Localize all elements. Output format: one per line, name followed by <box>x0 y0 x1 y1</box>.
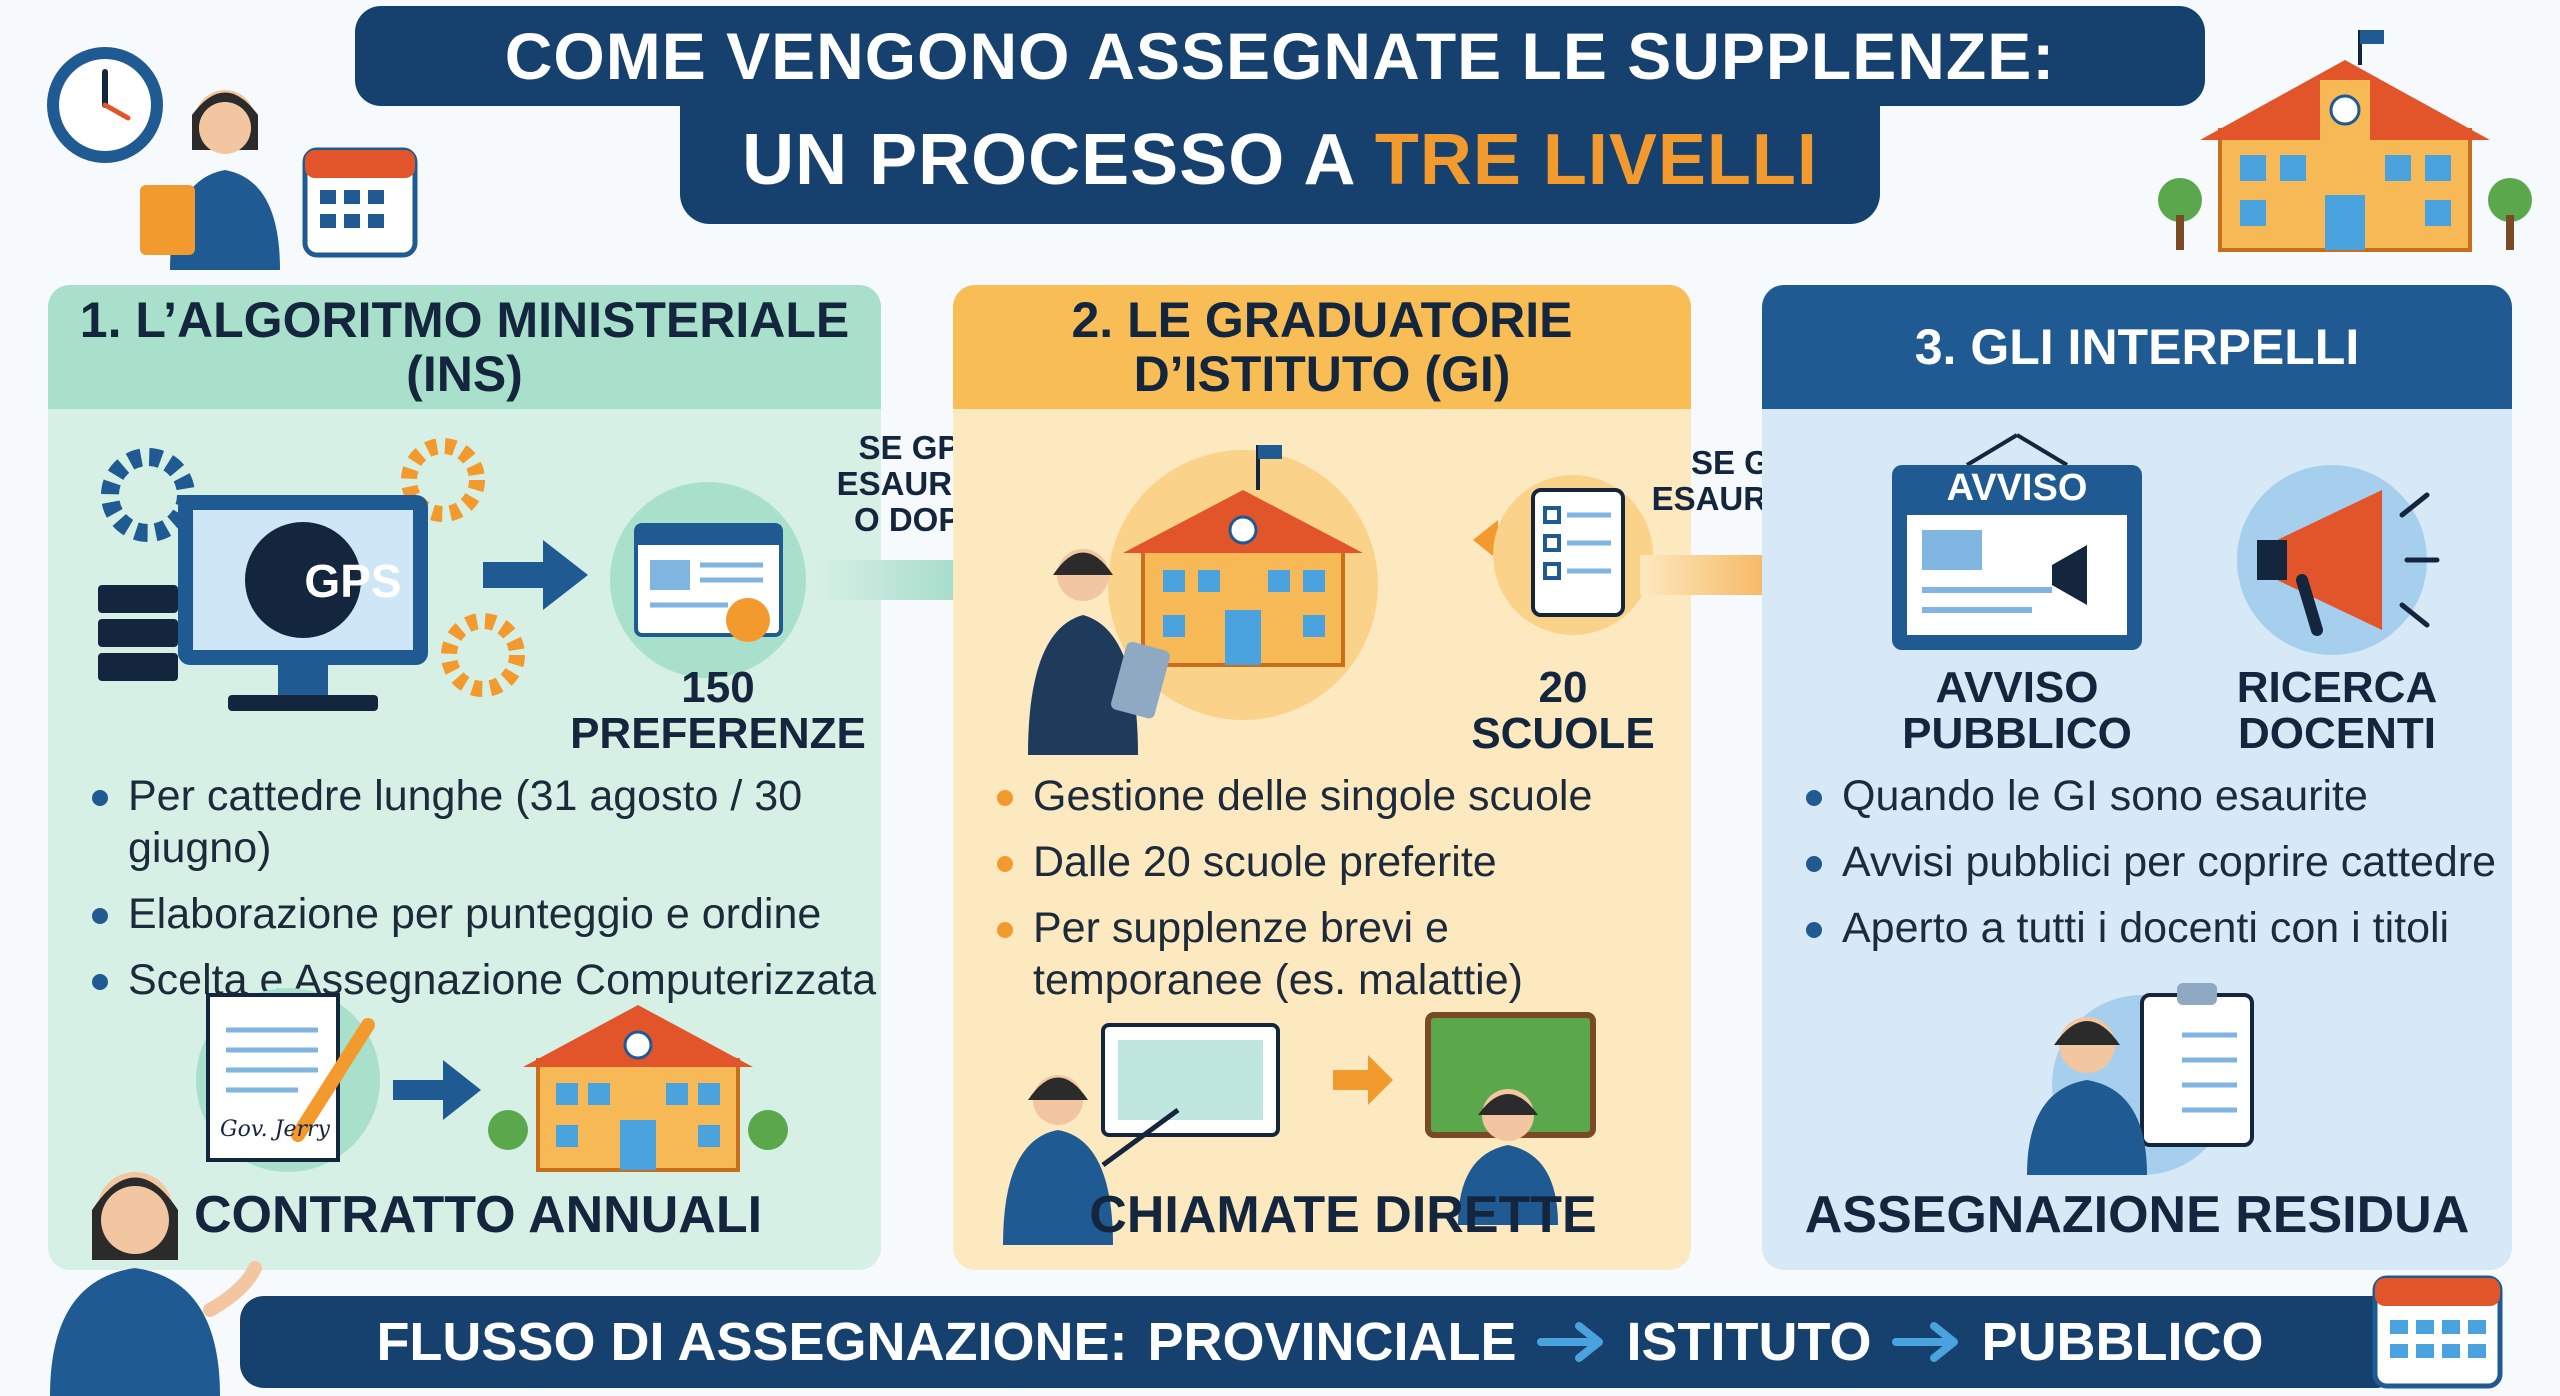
title-line-1: COME VENGONO ASSEGNATE LE SUPPLENZE: <box>355 6 2205 106</box>
teacher-classroom-icon <box>1003 1012 1596 1245</box>
list-item: Aperto a tutti i docenti con i titoli <box>1802 902 2502 954</box>
computer-gears-icon <box>98 438 525 711</box>
teacher-clipboard-icon <box>140 90 280 270</box>
list-item: Elaborazione per punteggio e ordine <box>88 888 878 940</box>
level-2-bullets: Gestione delle singole scuole Dalle 20 s… <box>993 770 1683 1020</box>
level-1-panel: 1. L’ALGORITMO MINISTERIALE (INS) GPS 15… <box>48 285 881 1270</box>
title-line-2: UN PROCESSO A TRE LIVELLI <box>680 106 1880 224</box>
level-1-bullets: Per cattedre lunghe (31 agosto / 30 giug… <box>88 770 878 1020</box>
footer-step-pubblico: PUBBLICO <box>1981 1312 2264 1372</box>
list-item: Per cattedre lunghe (31 agosto / 30 giug… <box>88 770 878 874</box>
level-1-heading: 1. L’ALGORITMO MINISTERIALE (INS) <box>48 285 881 409</box>
teacher-presenting-icon <box>50 1172 262 1396</box>
clock-icon <box>47 47 163 163</box>
level-3-heading: 3. GLI INTERPELLI <box>1762 285 2512 409</box>
level-2-heading: 2. LE GRADUATORIE D’ISTITUTO (GI) <box>953 285 1691 409</box>
arrow-right-icon <box>483 540 588 610</box>
level-2-caption: 20 SCUOLE <box>1471 663 1655 758</box>
level-3-bottom-label: ASSEGNAZIONE RESIDUA <box>1804 1186 2470 1244</box>
level-3-bullets: Quando le GI sono esaurite Avvisi pubbli… <box>1802 770 2502 968</box>
contract-pen-icon <box>196 988 380 1172</box>
checklist-icon <box>1493 475 1653 635</box>
list-item: Gestione delle singole scuole <box>993 770 1683 822</box>
teacher-checklist-icon <box>2027 983 2254 1175</box>
level-3-panel: 3. GLI INTERPELLI AVVISO AVVISO PUBBLICO… <box>1762 285 2512 1270</box>
list-item: Per supplenze brevi e temporanee (es. ma… <box>993 902 1683 1006</box>
gps-monitor-label: GPS <box>304 555 402 607</box>
list-item: Quando le GI sono esaurite <box>1802 770 2502 822</box>
signature-text: Gov. Jerry <box>220 1117 330 1142</box>
megaphone-icon <box>2237 465 2440 655</box>
list-item: Avvisi pubblici per coprire cattedre <box>1802 836 2502 888</box>
level-2-bottom-label: CHIAMATE DIRETTE <box>1089 1186 1597 1244</box>
footer-prefix: FLUSSO DI ASSEGNAZIONE: <box>376 1312 1128 1372</box>
level-2-panel: 2. LE GRADUATORIE D’ISTITUTO (GI) 20 SCU… <box>953 285 1691 1270</box>
level-1-caption: 150 PREFERENZE <box>570 663 866 758</box>
flow-footer: FLUSSO DI ASSEGNAZIONE: PROVINCIALE ISTI… <box>240 1296 2400 1388</box>
search-caption: RICERCA DOCENTI <box>2236 663 2438 758</box>
footer-step-provinciale: PROVINCIALE <box>1147 1312 1517 1372</box>
footer-step-istituto: ISTITUTO <box>1626 1312 1872 1372</box>
teacher-school-icon <box>1028 445 1378 755</box>
level-1-bottom-label: CONTRATTO ANNUALI <box>193 1186 763 1244</box>
school-building-icon <box>2158 30 2532 252</box>
arrow-right-icon <box>1536 1322 1603 1362</box>
title-accent: TRE LIVELLI <box>1374 120 1818 200</box>
certificate-icon <box>610 482 806 678</box>
notice-title: AVVISO <box>1946 467 2088 509</box>
arrow-right-icon <box>1891 1322 1958 1362</box>
school-building-icon <box>488 1005 788 1172</box>
list-item: Dalle 20 scuole preferite <box>993 836 1683 888</box>
calendar-icon <box>2372 1275 2503 1389</box>
calendar-icon <box>302 147 418 258</box>
notice-caption: AVVISO PUBBLICO <box>1902 663 2132 758</box>
arrow-right-icon <box>393 1060 481 1120</box>
notice-board-icon <box>1892 433 2142 650</box>
